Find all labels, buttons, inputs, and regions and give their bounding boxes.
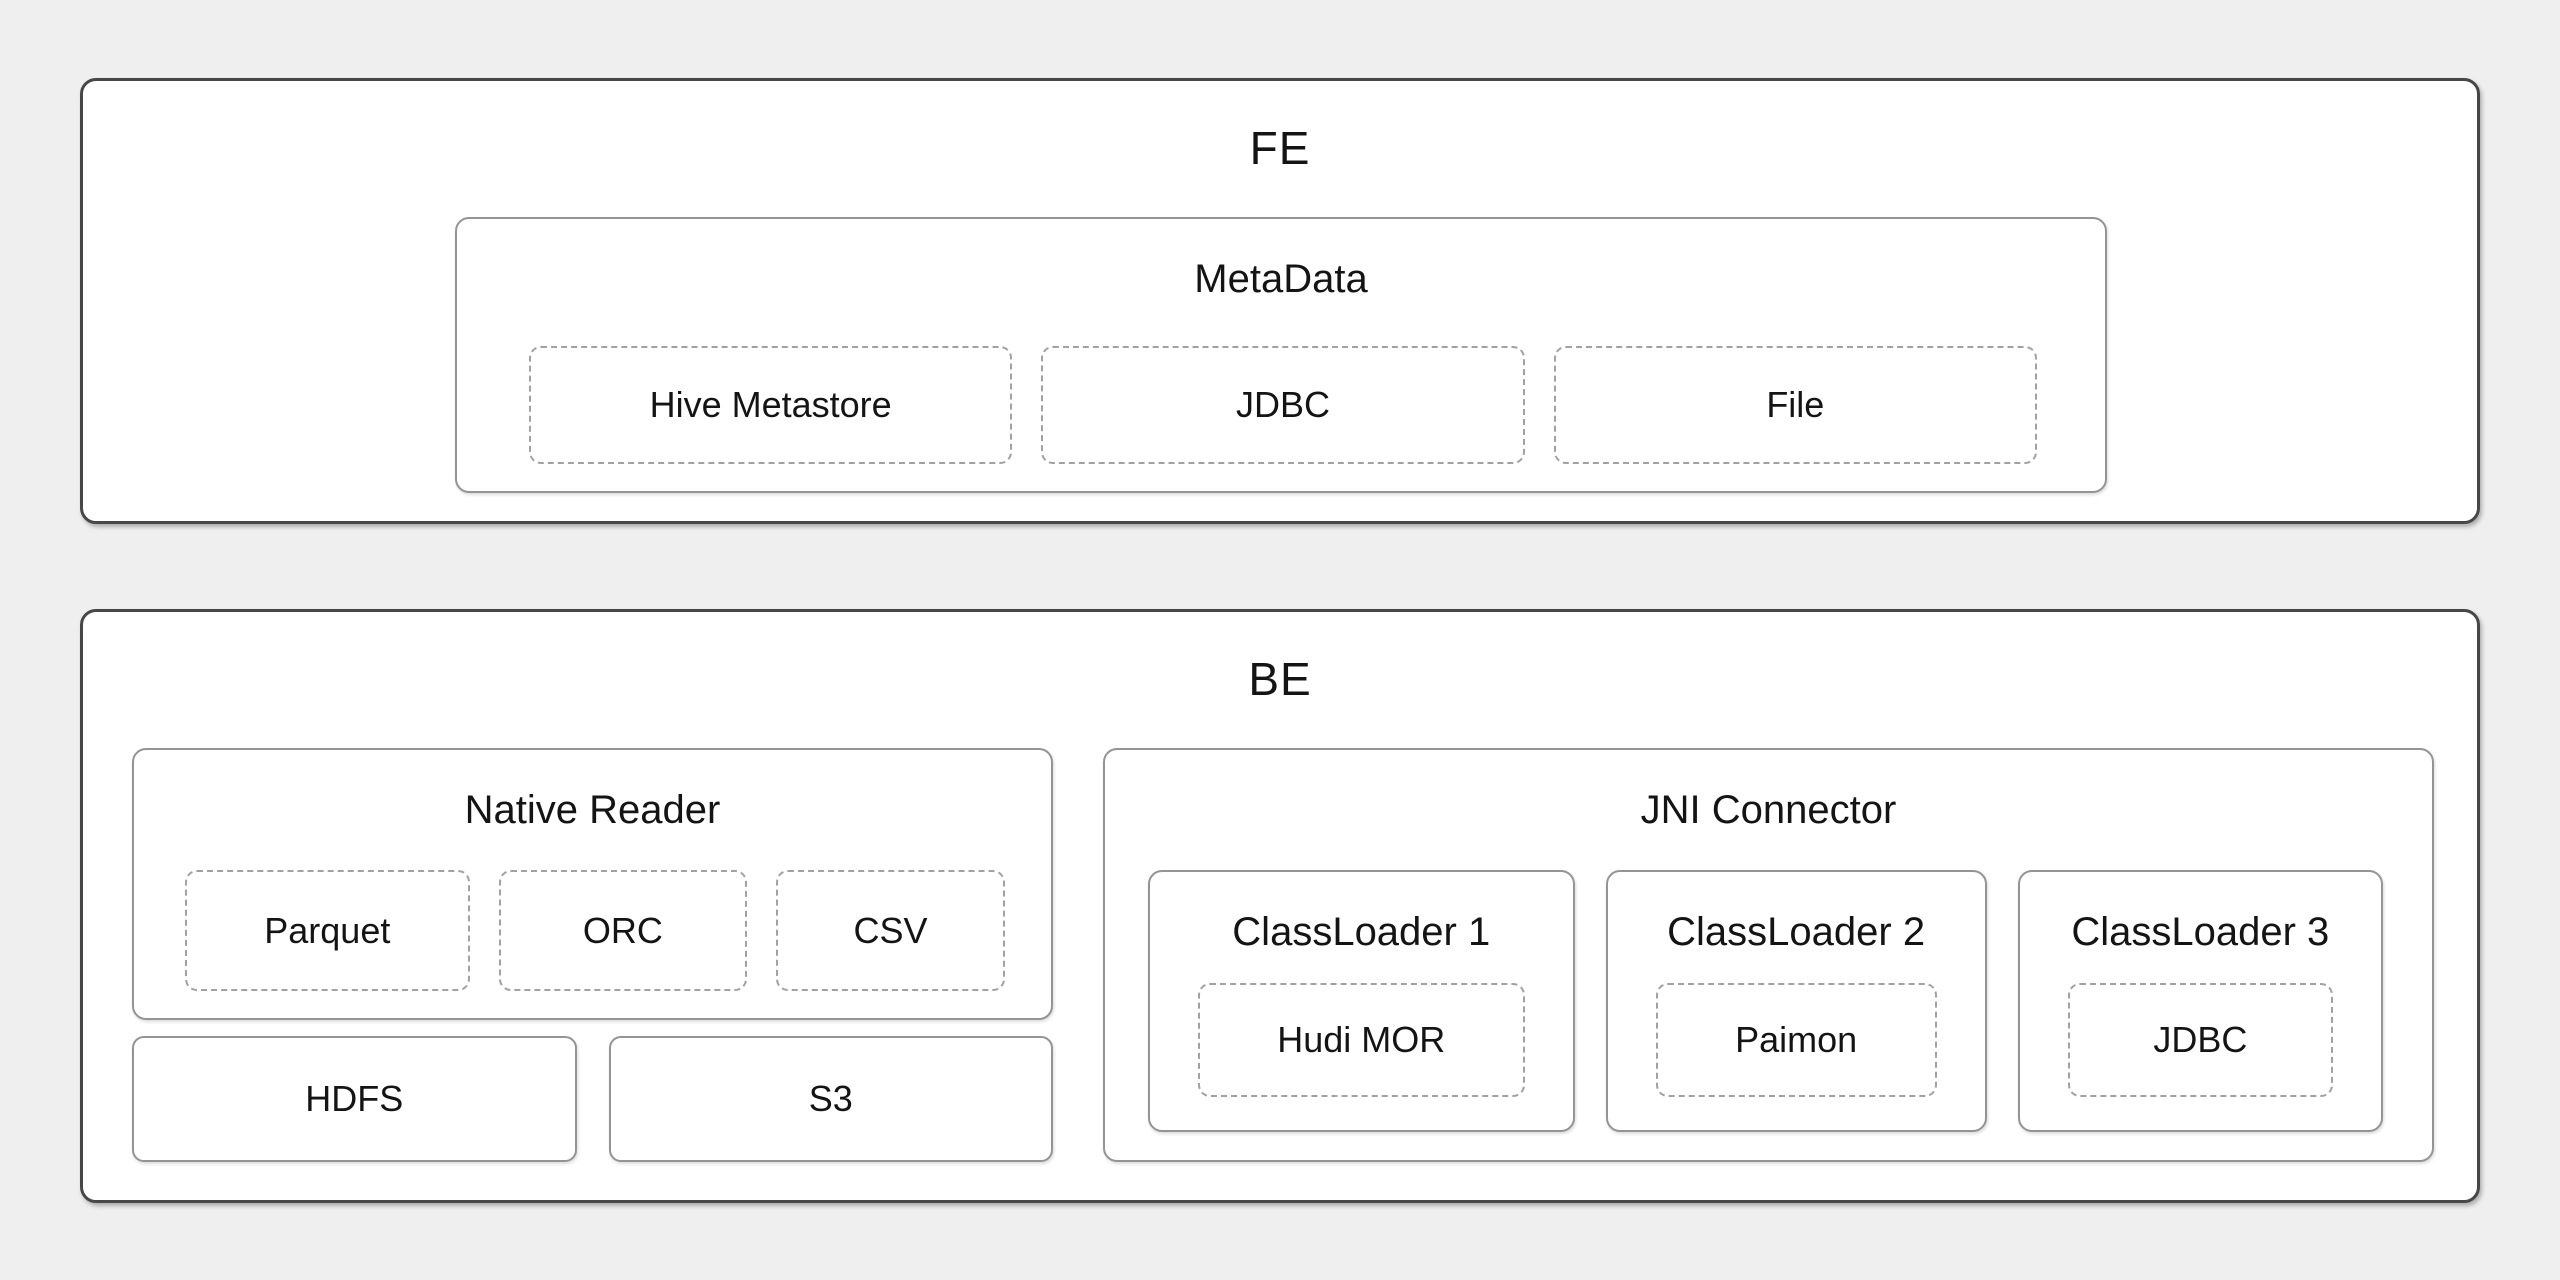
hive-metastore-box: Hive Metastore (529, 346, 1013, 464)
classloader-1-box: ClassLoader 1 Hudi MOR (1148, 870, 1575, 1132)
parquet-box: Parquet (185, 870, 470, 991)
classloader-3-title: ClassLoader 3 (2071, 910, 2330, 954)
metadata-title: MetaData (1194, 257, 1368, 301)
hdfs-box: HDFS (132, 1036, 577, 1162)
fe-title: FE (1249, 122, 1311, 174)
jni-connector-title: JNI Connector (1640, 788, 1897, 832)
storage-row: HDFS S3 (132, 1036, 1053, 1162)
paimon-box: Paimon (1655, 983, 1937, 1097)
classloader-3-box: ClassLoader 3 JDBC (2017, 870, 2383, 1132)
csv-box: CSV (776, 870, 1005, 991)
native-reader-title: Native Reader (464, 788, 721, 832)
classloaders-row: ClassLoader 1 Hudi MOR ClassLoader 2 Pai… (1148, 870, 2383, 1132)
fe-panel: FE MetaData Hive Metastore JDBC File (80, 78, 2480, 524)
metadata-box: MetaData Hive Metastore JDBC File (455, 217, 2107, 493)
metadata-items-row: Hive Metastore JDBC File (529, 346, 2037, 464)
jdbc-metadata-box: JDBC (1041, 346, 1525, 464)
be-title: BE (1248, 653, 1312, 705)
jni-connector-box: JNI Connector ClassLoader 1 Hudi MOR Cla… (1103, 748, 2434, 1162)
orc-box: ORC (498, 870, 748, 991)
s3-box: S3 (608, 1036, 1053, 1162)
file-metadata-box: File (1553, 346, 2037, 464)
classloader-1-title: ClassLoader 1 (1232, 910, 1491, 954)
classloader-2-title: ClassLoader 2 (1667, 910, 1926, 954)
classloader-2-box: ClassLoader 2 Paimon (1605, 870, 1987, 1132)
be-panel: BE Native Reader Parquet ORC CSV HDFS S3… (80, 609, 2480, 1203)
hudi-mor-box: Hudi MOR (1198, 983, 1525, 1097)
jdbc-classloader-box: JDBC (2067, 983, 2333, 1097)
native-reader-box: Native Reader Parquet ORC CSV (132, 748, 1053, 1020)
native-reader-items-row: Parquet ORC CSV (185, 870, 1005, 991)
